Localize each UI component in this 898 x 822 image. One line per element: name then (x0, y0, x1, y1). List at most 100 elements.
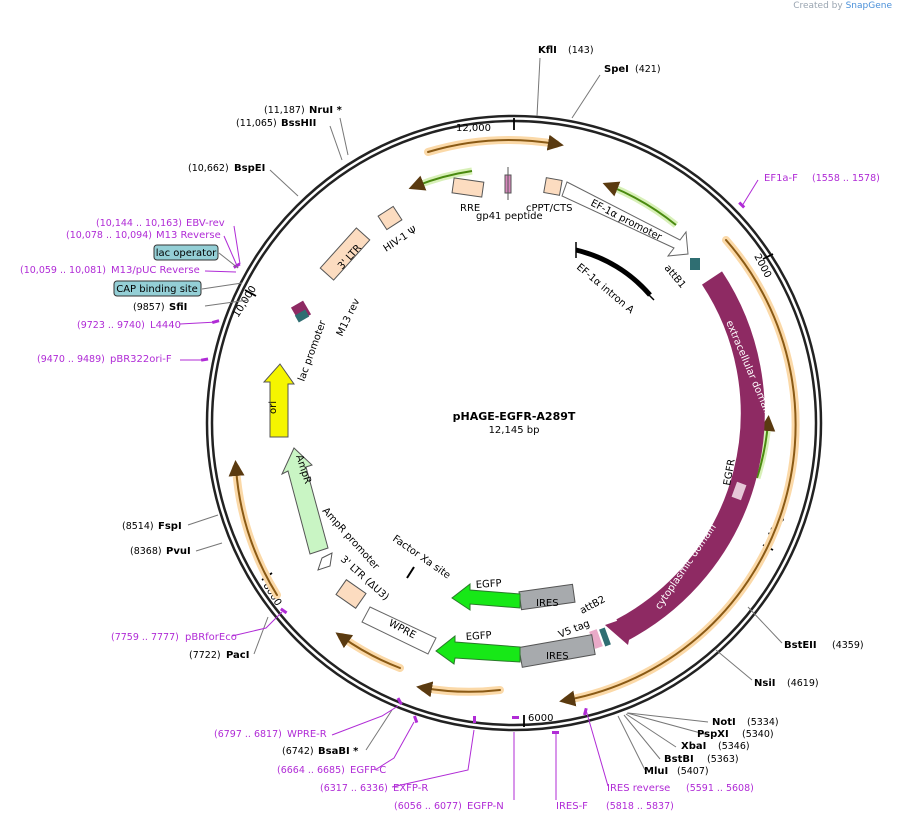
primer-ef1a-f: EF1a-F (764, 173, 798, 184)
wpre-feature[interactable] (361, 606, 437, 655)
attb2-feature[interactable] (589, 629, 603, 649)
attb2-label: attB2 (578, 594, 607, 616)
enzyme-bspei: BspEI (234, 163, 265, 174)
enzyme-bsteii: BstEII (784, 640, 817, 651)
lac-operator-label: lac operator (156, 248, 217, 259)
ori-feature[interactable] (262, 363, 295, 438)
primer-pbr322ori-f: pBR322ori-F (110, 354, 172, 365)
enzyme-kfli: KflI (538, 45, 557, 56)
primer-pbrforeco: pBRforEco (185, 632, 237, 643)
enzyme-sfii: SfiI (169, 302, 187, 313)
attb1-feature[interactable] (690, 258, 700, 270)
tick-6000: 6000 (528, 713, 553, 724)
tick-12000: 12,000 (456, 123, 491, 134)
ires-label-2: IRES (546, 651, 569, 662)
enzyme-nrui: NruI * (309, 105, 343, 116)
enzyme-mlui-pos: (5407) (677, 766, 709, 777)
credit-prefix: Created by (793, 1, 843, 11)
hiv-psi-feature[interactable] (377, 205, 403, 231)
cppt-label: cPPT/CTS (526, 203, 572, 214)
rre-feature[interactable] (451, 177, 485, 198)
enzyme-nsii-pos: (4619) (787, 678, 819, 689)
primer-ires-f-pos: (5818 .. 5837) (606, 801, 674, 812)
enzyme-sfii-pos: (9857) (133, 302, 165, 313)
enzyme-bstbi-pos: (5363) (707, 754, 739, 765)
egfr-arrowhead (605, 615, 634, 645)
enzyme-noti-pos: (5334) (747, 717, 779, 728)
enzyme-bsshii-pos: (11,065) (236, 118, 277, 129)
enzyme-bsteii-pos: (4359) (832, 640, 864, 651)
enzyme-leaders (187, 57, 783, 771)
egfp-feature-2[interactable] (435, 634, 521, 665)
enzyme-labels: KflI (143) SpeI (421) (11,187) NruI * (1… (122, 45, 864, 777)
primer-egfp-n-pos: (6056 .. 6077) (394, 801, 462, 812)
ef1a-intron-label: EF-1α intron A (574, 262, 636, 316)
primer-egfp-c: EGFP-C (350, 765, 386, 776)
primer-l4440: L4440 (150, 320, 181, 331)
cppt-feature[interactable] (543, 177, 563, 196)
backbone-outer (205, 114, 823, 732)
created-by-credit: Created by SnapGene (793, 1, 892, 11)
primer-m13-reverse: M13 Reverse (156, 230, 221, 241)
rre-label: RRE (460, 203, 480, 214)
plasmid-length: 12,145 bp (489, 425, 540, 436)
egfp-feature-1[interactable] (451, 582, 521, 611)
primer-l4440-pos: (9723 .. 9740) (77, 320, 145, 331)
ires-feature-2[interactable] (518, 634, 596, 668)
enzyme-pspxi-pos: (5340) (742, 729, 774, 740)
enzyme-spei-pos: (421) (635, 64, 661, 75)
primer-m13-reverse-pos: (10,078 .. 10,094) (66, 230, 152, 241)
enzyme-bsabi-pos: (6742) (282, 746, 314, 757)
green-arrows (408, 167, 776, 480)
enzyme-bspei-pos: (10,662) (188, 163, 229, 174)
enzyme-paci-pos: (7722) (189, 650, 221, 661)
enzyme-mlui: MluI (644, 766, 668, 777)
enzyme-pvui-pos: (8368) (130, 546, 162, 557)
egfr-label: EGFR (722, 458, 737, 486)
ampr-feature[interactable] (280, 447, 329, 555)
primer-wpre-r: WPRE-R (287, 729, 327, 740)
egfr-feature[interactable] (616, 271, 765, 641)
enzyme-fspi: FspI (158, 521, 182, 532)
primer-ires-reverse-pos: (5591 .. 5608) (686, 783, 754, 794)
primer-ebv-rev-pos: (10,144 .. 10,163) (96, 218, 182, 229)
lac-promoter-feature[interactable] (294, 309, 310, 323)
primer-exfp-r-pos: (6317 .. 6336) (320, 783, 388, 794)
enzyme-nrui-pos: (11,187) (264, 105, 305, 116)
snapgene-logo: SnapGene (845, 1, 892, 11)
enzyme-fspi-pos: (8514) (122, 521, 154, 532)
primer-ires-reverse: IRES reverse (607, 783, 670, 794)
enzyme-bstbi: BstBI (664, 754, 694, 765)
enzyme-spei: SpeI (604, 64, 629, 75)
cap-binding-site-box[interactable] (113, 280, 202, 297)
egfp-label-1: EGFP (475, 578, 502, 591)
primer-ef1a-f-pos: (1558 .. 1578) (812, 173, 880, 184)
primer-ires-f: IRES-F (556, 801, 588, 812)
enzyme-pvui: PvuI (166, 546, 191, 557)
ltr-du3-feature[interactable] (335, 579, 367, 609)
primer-leaders (179, 179, 759, 800)
ef1a-promoter-feature[interactable] (561, 181, 689, 257)
m13-rev-label: M13 rev (335, 297, 363, 338)
enzyme-nsii: NsiI (754, 678, 775, 689)
gp41-label: gp41 peptide (476, 211, 543, 222)
enzyme-bsabi: BsaBI * (318, 746, 359, 757)
ires-label-1: IRES (536, 598, 559, 609)
primer-pbrforeco-pos: (7759 .. 7777) (111, 632, 179, 643)
ltr3-feature[interactable] (319, 227, 371, 281)
factor-xa-feature[interactable] (406, 566, 415, 579)
ef1a-intron-feature[interactable] (575, 247, 652, 297)
primer-m13-puc-reverse: M13/pUC Reverse (111, 265, 200, 276)
lac-operator-box[interactable] (153, 244, 219, 261)
primer-wpre-r-pos: (6797 .. 6817) (214, 729, 282, 740)
primer-labels: EF1a-F (1558 .. 1578) (10,144 .. 10,163)… (20, 173, 880, 812)
primer-egfp-n: EGFP-N (467, 801, 504, 812)
ori-label: ori (268, 401, 279, 414)
primer-m13-puc-reverse-pos: (10,059 .. 10,081) (20, 265, 106, 276)
ampr-promoter-feature[interactable] (317, 552, 333, 571)
cap-binding-site-label: CAP binding site (116, 284, 198, 295)
v5-tag-feature[interactable] (599, 627, 611, 647)
enzyme-pspxi: PspXI (697, 729, 729, 740)
egfp-label-2: EGFP (465, 630, 492, 643)
